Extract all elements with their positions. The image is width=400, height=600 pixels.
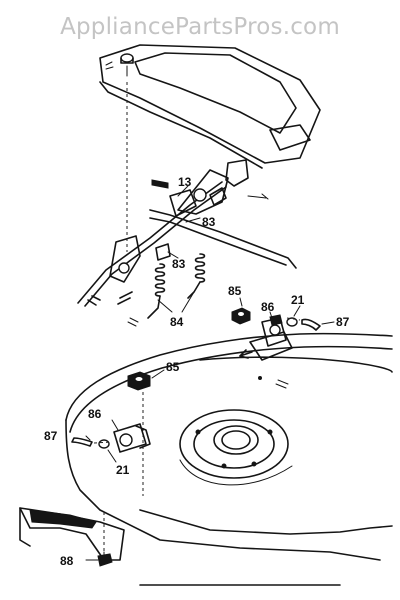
spindle-housing [179, 409, 293, 486]
callout-85-lower: 85 [166, 360, 180, 374]
callout-86-right: 86 [261, 300, 275, 314]
callout-88: 88 [60, 554, 74, 568]
height-adjust-linkage [77, 159, 297, 307]
leader-lines [85, 185, 335, 561]
spring-hook-mark [127, 317, 139, 327]
assembly-line-right [286, 317, 301, 321]
callout-21-right: 21 [291, 293, 305, 307]
washer-left [98, 439, 110, 449]
spring-left [147, 263, 166, 319]
callout-84: 84 [170, 315, 184, 329]
pin-right [301, 318, 321, 331]
callout-85-upper: 85 [228, 284, 242, 298]
spring-right [187, 253, 206, 299]
nut-lower [127, 371, 151, 391]
mower-deck [19, 332, 393, 561]
top-bolt [105, 53, 134, 77]
pin-left [71, 437, 93, 447]
callout-87-right: 87 [336, 315, 350, 329]
deck-hole [258, 376, 262, 380]
callout-13: 13 [178, 175, 192, 189]
nut-upper [231, 307, 251, 325]
bracket-left [113, 423, 151, 453]
callout-labels: 13 83 83 84 85 86 21 87 85 86 87 21 88 [44, 175, 350, 568]
deck-slot-mark [275, 379, 289, 389]
callout-83-lower: 83 [172, 257, 186, 271]
callout-87-left: 87 [44, 429, 58, 443]
watermark: AppliancePartsPros.com [60, 14, 340, 40]
callout-86-left: 86 [88, 407, 102, 421]
callout-83-upper: 83 [202, 215, 216, 229]
callout-21-left: 21 [116, 463, 130, 477]
seat-frame [99, 44, 321, 169]
bottom-bolt [97, 512, 113, 567]
washer-right [286, 317, 298, 327]
